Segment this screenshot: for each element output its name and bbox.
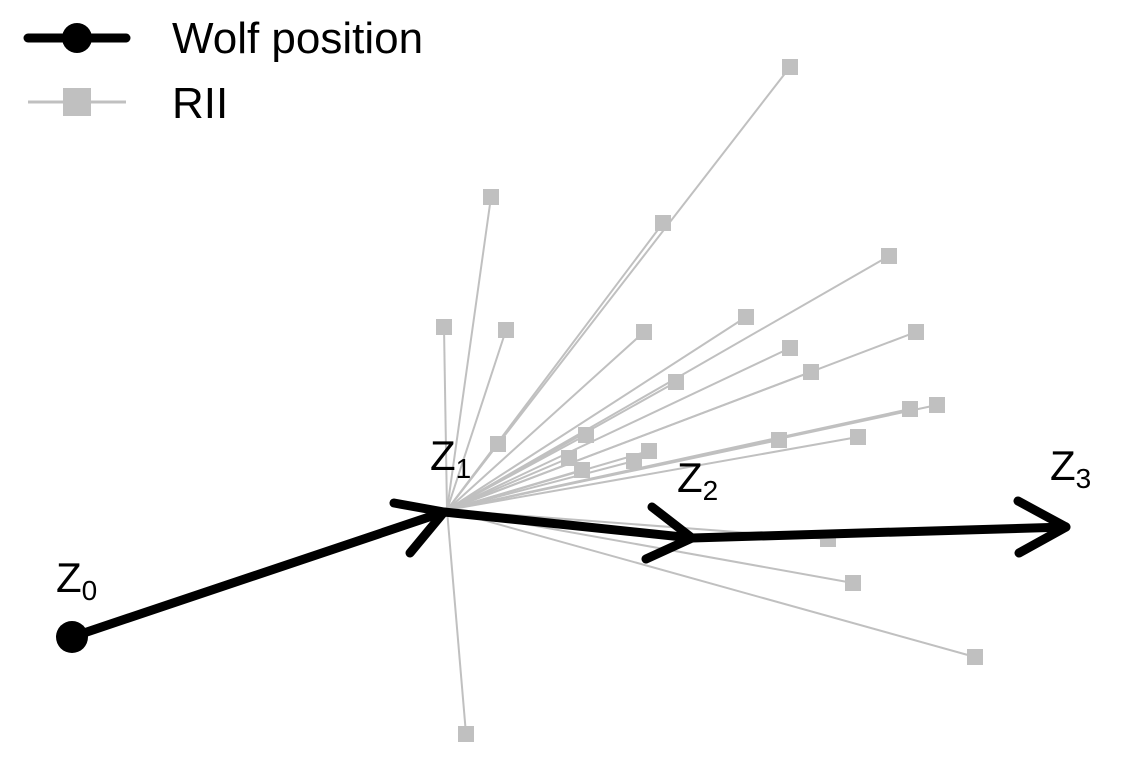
rii-spoke — [446, 331, 645, 511]
rii-marker — [636, 324, 652, 340]
rii-markers — [436, 59, 983, 742]
rii-marker — [881, 248, 897, 264]
rii-marker — [929, 397, 945, 413]
wolf-step-z0-z1 — [67, 507, 449, 642]
legend: Wolf position RII — [23, 14, 423, 128]
rii-marker — [668, 374, 684, 390]
rii-marker — [967, 649, 983, 665]
rii-marker — [845, 575, 861, 591]
rii-marker — [902, 401, 918, 417]
rii-spoke — [446, 439, 780, 511]
rii-spoke — [446, 371, 812, 511]
rii-spoke — [446, 457, 570, 511]
rii-spoke — [446, 436, 859, 511]
rii-marker — [803, 364, 819, 380]
rii-marker — [655, 215, 671, 231]
rii-marker — [561, 450, 577, 466]
label-z1: Z1 — [430, 432, 471, 484]
rii-marker — [578, 427, 594, 443]
wolf-arrowhead-z3 — [1013, 496, 1071, 558]
rii-marker — [641, 443, 657, 459]
label-z2: Z2 — [677, 454, 718, 506]
rii-marker — [738, 309, 754, 325]
rii-spoke — [446, 509, 976, 658]
rii-marker — [908, 324, 924, 340]
rii-marker — [498, 322, 514, 338]
rii-marker — [574, 462, 590, 478]
rii-marker — [436, 319, 452, 335]
rii-spoke — [446, 347, 791, 511]
rii-spoke — [446, 329, 507, 511]
rii-spoke — [443, 326, 448, 511]
rii-marker — [782, 59, 798, 75]
rii-marker — [850, 429, 866, 445]
wolf-step-z2-z3 — [687, 522, 1071, 543]
rii-spoke — [446, 443, 499, 511]
rii-marker — [483, 189, 499, 205]
rii-marker — [458, 726, 474, 742]
wolf-start-point — [56, 621, 88, 653]
rii-marker — [771, 432, 787, 448]
legend-rii-label: RII — [172, 79, 228, 128]
rii-spoke — [446, 509, 467, 735]
legend-wolf-symbol — [23, 23, 131, 53]
legend-wolf-label: Wolf position — [172, 14, 423, 63]
rii-marker — [782, 340, 798, 356]
label-z0: Z0 — [56, 554, 97, 606]
rii-spoke — [446, 460, 635, 511]
wolf-path — [67, 496, 1071, 642]
rii-marker — [490, 436, 506, 452]
rii-marker — [626, 453, 642, 469]
rii-spoke — [446, 196, 492, 511]
rii-spoke — [446, 434, 587, 511]
legend-rii-symbol — [28, 88, 126, 116]
wolf-step-z1-z2 — [439, 507, 697, 543]
label-z3: Z3 — [1050, 442, 1091, 494]
rii-spoke — [446, 316, 747, 511]
rii-spokes — [443, 66, 976, 735]
